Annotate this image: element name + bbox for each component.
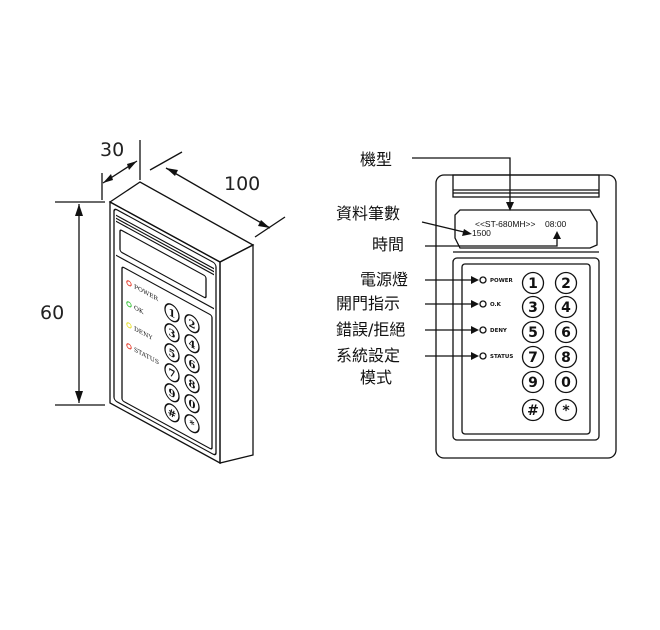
arrow-icon (471, 300, 479, 308)
display-window (119, 229, 207, 299)
height-dimension: 60 (40, 302, 64, 324)
svg-text:8: 8 (561, 350, 571, 366)
svg-text:9: 9 (528, 375, 538, 391)
callout-model: 機型 (360, 150, 392, 169)
led-indicator (479, 276, 487, 284)
led-label: OK (134, 303, 144, 316)
svg-text:0: 0 (561, 375, 571, 391)
svg-text:7: 7 (528, 350, 538, 366)
key-hash[interactable]: # (521, 398, 545, 422)
svg-text:1: 1 (528, 276, 538, 292)
display-model: <<ST-680MH>> (475, 219, 536, 229)
side-face (219, 243, 254, 464)
svg-text:1: 1 (169, 306, 176, 322)
iso-key-8: 8 (184, 374, 200, 394)
width-dimension: 100 (224, 173, 260, 195)
iso-key-9: 9 (164, 383, 180, 403)
key-star[interactable]: * (554, 398, 578, 422)
arrow-icon (471, 352, 479, 360)
callout-time: 時間 (372, 235, 404, 254)
callout-error-deny: 錯誤/拒絕 (336, 320, 405, 339)
svg-text:3: 3 (169, 326, 176, 342)
led-label: DENY (134, 324, 153, 342)
callouts: 機型 資料筆數 時間 電源燈 開門指示 錯誤/拒絕 系統設定 模式 (336, 150, 561, 387)
key-4[interactable]: 4 (554, 295, 578, 319)
keypad-panel (461, 263, 591, 435)
led-label: STATUS (490, 354, 513, 360)
callout-record-count: 資料筆數 (336, 204, 400, 223)
led-label: DENY (490, 328, 508, 334)
svg-text:7: 7 (169, 366, 176, 382)
callout-power-led: 電源燈 (360, 270, 408, 289)
svg-text:5: 5 (528, 325, 538, 341)
callout-door-open: 開門指示 (336, 294, 400, 313)
led-indicator (126, 301, 132, 308)
iso-key-2: 2 (184, 314, 200, 334)
svg-text:4: 4 (561, 300, 571, 316)
svg-text:*: * (562, 403, 570, 419)
svg-text:3: 3 (528, 300, 538, 316)
svg-text:5: 5 (169, 346, 176, 362)
svg-text:6: 6 (189, 356, 196, 372)
front-view-device: <<ST-680MH>> 08:00 1500 POWER O.K DENY STAT… (435, 174, 617, 459)
width-dimension-line (165, 167, 271, 229)
key-2[interactable]: 2 (554, 271, 578, 295)
led-indicator (479, 300, 487, 308)
svg-text:2: 2 (561, 276, 571, 292)
svg-text:#: # (527, 403, 539, 419)
iso-key-6: 6 (184, 354, 200, 374)
depth-dimension: 30 (100, 139, 124, 161)
svg-text:0: 0 (189, 396, 196, 412)
iso-key-7: 7 (164, 363, 180, 383)
led-label: O.K (490, 302, 502, 308)
key-8[interactable]: 8 (554, 345, 578, 369)
iso-key-0: 0 (184, 394, 200, 414)
display-time: 08:00 (545, 219, 567, 229)
svg-text:8: 8 (189, 376, 196, 392)
iso-key-5: 5 (164, 343, 180, 363)
led-indicator (126, 322, 132, 329)
svg-text:*: * (189, 417, 195, 432)
iso-key-3: 3 (164, 323, 180, 343)
iso-key-hash: # (164, 403, 180, 423)
led-label: STATUS (134, 345, 159, 366)
callout-setup-mode: 系統設定 (336, 346, 400, 365)
arrow-icon (471, 326, 479, 334)
led-label: POWER (490, 278, 514, 284)
svg-text:6: 6 (561, 325, 571, 341)
keypad-frame (452, 257, 600, 441)
display-record-count: 1500 (472, 228, 491, 238)
key-3[interactable]: 3 (521, 295, 545, 319)
key-5[interactable]: 5 (521, 320, 545, 344)
key-1[interactable]: 1 (521, 271, 545, 295)
svg-text:9: 9 (169, 386, 176, 402)
arrow-icon (471, 276, 479, 284)
iso-key-1: 1 (164, 303, 180, 323)
iso-key-star: * (184, 414, 200, 434)
led-indicator (479, 352, 487, 360)
keypad-panel (121, 266, 213, 450)
led-indicator (479, 326, 487, 334)
callout-setup-mode-2: 模式 (360, 368, 392, 387)
svg-text:2: 2 (189, 316, 196, 332)
led-indicator (126, 343, 132, 350)
lcd-display (454, 209, 598, 249)
iso-key-4: 4 (184, 334, 200, 354)
device-outline (435, 174, 617, 459)
key-9[interactable]: 9 (521, 370, 545, 394)
svg-text:4: 4 (189, 336, 196, 352)
svg-text:#: # (168, 405, 176, 422)
key-0[interactable]: 0 (554, 370, 578, 394)
key-7[interactable]: 7 (521, 345, 545, 369)
key-6[interactable]: 6 (554, 320, 578, 344)
led-label: POWER (134, 282, 158, 303)
led-indicator (126, 280, 132, 287)
front-face (109, 200, 221, 465)
